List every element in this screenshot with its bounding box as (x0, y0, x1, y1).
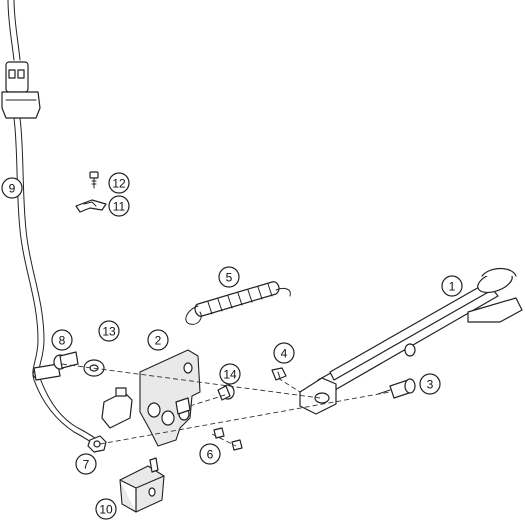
bolt-8 (53, 351, 79, 370)
sensor-cable (7, 0, 99, 445)
cable-end-fitting (32, 363, 61, 381)
callout-7: 7 (75, 453, 97, 475)
callout-number: 11 (113, 200, 126, 214)
callout-5: 5 (218, 266, 240, 288)
callout-circle (108, 195, 130, 217)
callout-circle (419, 373, 441, 395)
bolt-3 (377, 378, 416, 399)
switch-assembly (101, 387, 133, 429)
nut-7 (87, 435, 107, 453)
callout-circle (147, 329, 169, 351)
callout-number: 3 (427, 378, 434, 392)
callout-number: 1 (449, 280, 456, 294)
switch-cover-10 (119, 457, 165, 513)
callout-number: 12 (112, 177, 126, 191)
screw-12 (89, 171, 99, 189)
cable-connector (1, 61, 41, 119)
callout-number: 13 (102, 325, 116, 339)
callout-number: 4 (281, 347, 288, 361)
callout-number: 6 (207, 448, 214, 462)
callout-8: 8 (51, 329, 73, 351)
callout-circle (441, 275, 463, 297)
callout-circle (98, 320, 120, 342)
callout-6: 6 (199, 443, 221, 465)
callout-circle (95, 498, 117, 520)
cable-clip-11 (75, 199, 107, 213)
screws-6 (213, 427, 243, 451)
bracket-2 (139, 349, 201, 447)
callout-circle (75, 453, 97, 475)
callout-9: 9 (1, 177, 23, 199)
callout-11: 11 (108, 195, 130, 217)
callout-circle (51, 329, 73, 351)
callout-circle (199, 443, 221, 465)
callout-circle (108, 172, 130, 194)
callout-circle (218, 266, 240, 288)
callout-number: 7 (83, 458, 90, 472)
callout-circle (1, 177, 23, 199)
assembly-lines (61, 363, 391, 447)
callout-number: 8 (59, 334, 66, 348)
spacer-14 (175, 384, 235, 415)
callout-1: 1 (441, 275, 463, 297)
nut-4 (271, 367, 287, 381)
callout-13: 13 (98, 320, 120, 342)
side-stand-1 (299, 267, 523, 415)
callout-2: 2 (147, 329, 169, 351)
callout-4: 4 (273, 342, 295, 364)
callout-3: 3 (419, 373, 441, 395)
callout-12: 12 (108, 172, 130, 194)
callout-number: 9 (9, 182, 16, 196)
callout-number: 5 (226, 271, 233, 285)
callout-circle (219, 363, 241, 385)
callout-10: 10 (95, 498, 117, 520)
callout-circle (273, 342, 295, 364)
callout-number: 10 (99, 503, 113, 517)
callout-14: 14 (219, 363, 241, 385)
callout-number: 14 (223, 368, 237, 382)
spring-5 (185, 281, 291, 325)
callout-number: 2 (155, 334, 162, 348)
